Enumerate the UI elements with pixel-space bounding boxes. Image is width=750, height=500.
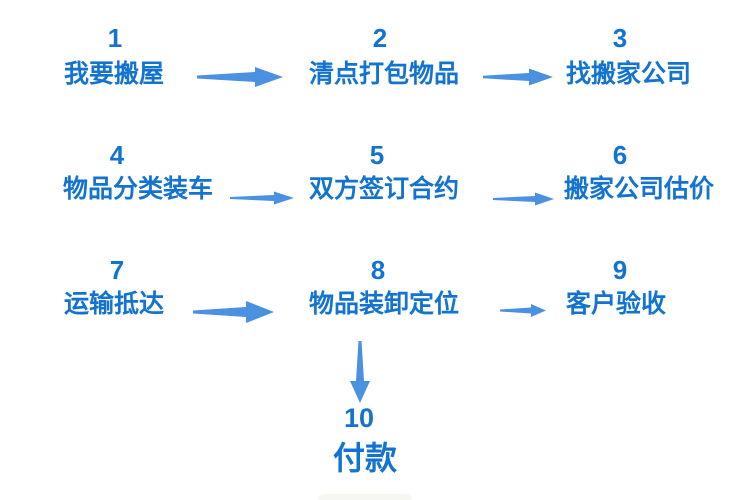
step-9-number: 9 bbox=[612, 255, 628, 285]
arrow-right-icon bbox=[500, 304, 546, 317]
step-1-number: 1 bbox=[107, 23, 123, 53]
step-4-label: 物品分类装车 bbox=[63, 175, 214, 203]
bottom-cropped-artifact bbox=[318, 494, 412, 500]
arrow-right-icon bbox=[493, 192, 554, 206]
arrow-step2-to-step3 bbox=[483, 67, 553, 92]
step-7-number: 7 bbox=[109, 255, 125, 285]
step-2-number: 2 bbox=[372, 23, 388, 53]
arrow-step7-to-step8 bbox=[193, 299, 274, 330]
step-5-number: 5 bbox=[369, 140, 385, 170]
step-5-label: 双方签订合约 bbox=[309, 175, 460, 203]
step-6-number: 6 bbox=[612, 140, 628, 170]
arrow-step1-to-step2 bbox=[197, 65, 283, 94]
arrow-step4-to-step5 bbox=[230, 190, 294, 211]
step-2-label: 清点打包物品 bbox=[309, 60, 460, 88]
step-10-label: 付款 bbox=[332, 440, 397, 476]
step-7-label: 运输抵达 bbox=[64, 290, 165, 318]
arrow-down-icon bbox=[350, 341, 370, 403]
step-1-label: 我要搬屋 bbox=[64, 60, 165, 88]
step-10-number: 10 bbox=[343, 403, 375, 433]
arrow-right-icon bbox=[193, 301, 274, 323]
step-3-number: 3 bbox=[612, 23, 628, 53]
step-8-label: 物品装卸定位 bbox=[309, 290, 460, 318]
arrow-step8-to-step9 bbox=[500, 303, 546, 323]
step-8-number: 8 bbox=[370, 255, 386, 285]
step-6-label: 搬家公司估价 bbox=[564, 175, 715, 203]
arrow-right-icon bbox=[197, 67, 283, 87]
arrow-step5-to-step6 bbox=[493, 191, 554, 212]
arrow-right-icon bbox=[483, 68, 553, 86]
arrow-right-icon bbox=[230, 191, 294, 205]
step-9-label: 客户验收 bbox=[566, 290, 667, 318]
step-3-label: 找搬家公司 bbox=[566, 60, 692, 88]
step-4-number: 4 bbox=[109, 140, 125, 170]
arrow-step8-to-step10 bbox=[347, 341, 373, 408]
